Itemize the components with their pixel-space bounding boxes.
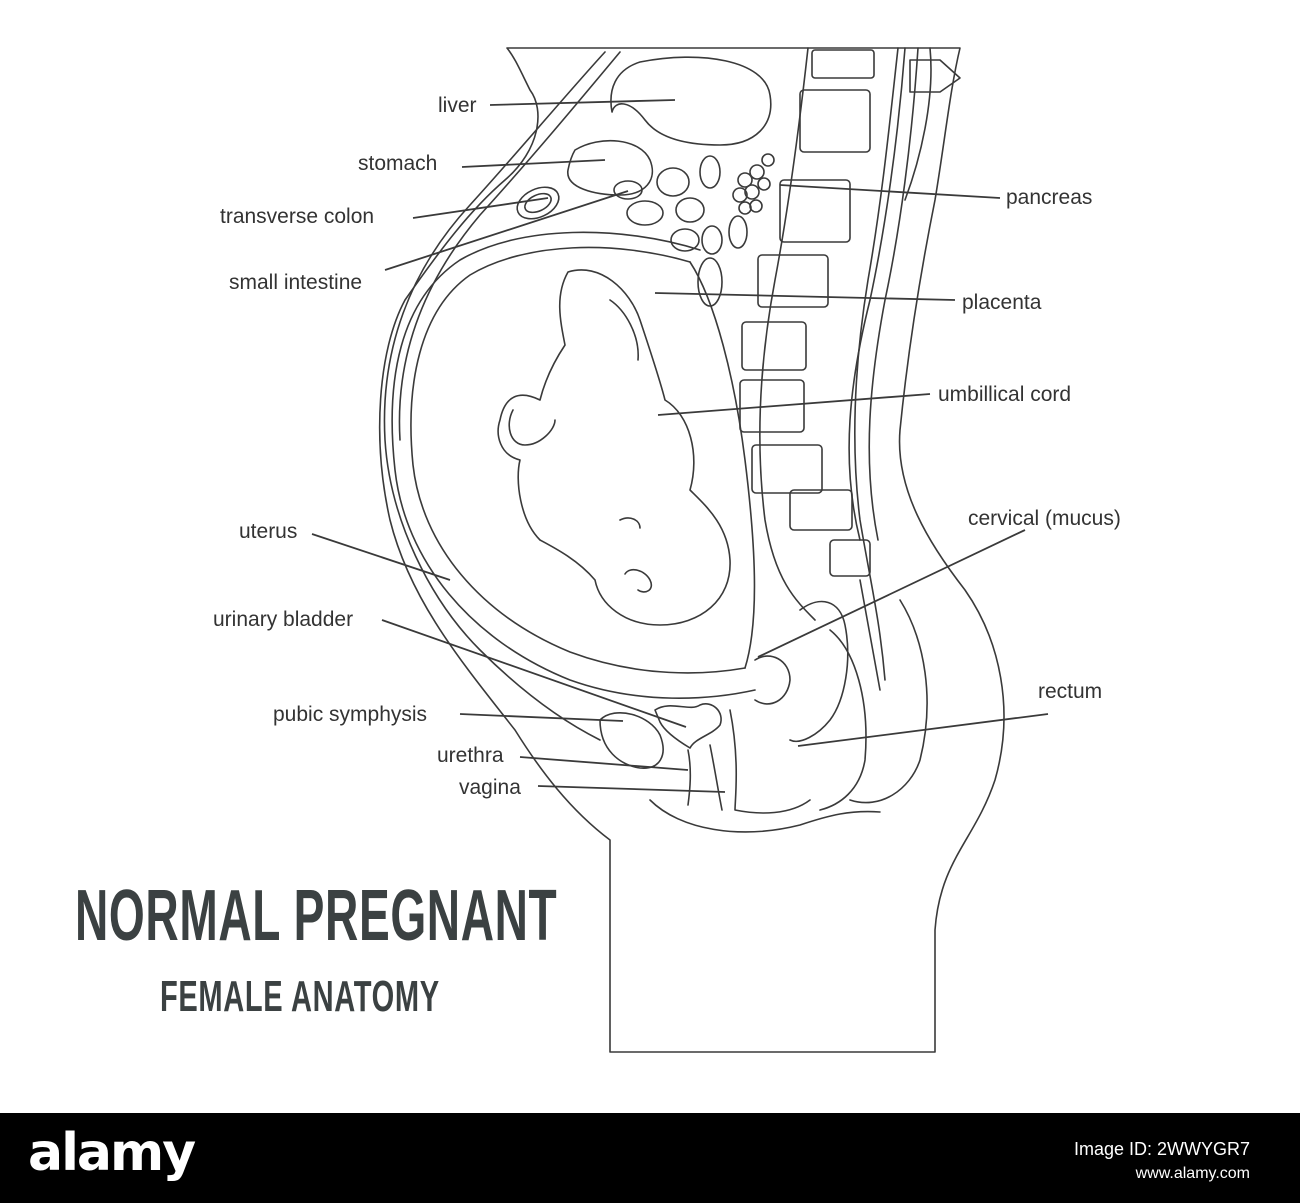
stomach-shape: [567, 139, 654, 196]
anatomy-diagram: liver stomach transverse colon small int…: [75, 47, 1121, 1053]
abdominal-wall-inner: [398, 51, 621, 441]
spine: [739, 47, 961, 691]
pubic-symphysis-shape: [599, 711, 664, 769]
leader-cervical: [757, 529, 1026, 658]
label-cervical: cervical (mucus): [968, 507, 1121, 530]
label-urinary-bladder: urinary bladder: [213, 608, 354, 631]
leader-rectum: [797, 713, 1049, 747]
leader-pubic-symphysis: [459, 713, 624, 722]
label-stomach: stomach: [358, 152, 438, 175]
label-liver: liver: [438, 94, 477, 117]
bladder-shape: [654, 703, 722, 749]
label-small-intestine: small intestine: [229, 271, 363, 294]
placenta-shape: [689, 261, 756, 669]
leader-urinary-bladder: [381, 619, 687, 728]
image-url-text[interactable]: www.alamy.com: [1135, 1165, 1250, 1182]
watermark-footer: alamy Image ID: 2WWYGR7 www.alamy.com: [0, 1113, 1300, 1203]
label-vagina: vagina: [459, 776, 521, 799]
leader-liver: [489, 99, 676, 106]
liver-shape: [610, 56, 772, 146]
brand-logo[interactable]: alamy: [28, 1123, 196, 1183]
abdominal-wall: [383, 51, 606, 741]
body-outline: [378, 47, 1005, 1053]
image-id-text: Image ID: 2WWYGR7: [1073, 1139, 1250, 1159]
diagram-subtitle: FEMALE ANATOMY: [160, 972, 440, 1021]
leader-umbilical-cord: [657, 393, 931, 416]
label-transverse-colon: transverse colon: [220, 205, 375, 228]
label-rectum: rectum: [1038, 680, 1103, 703]
label-urethra: urethra: [437, 744, 504, 767]
fetus: [497, 269, 731, 626]
anatomy-drawing: [311, 47, 1049, 1053]
leader-transverse-colon: [412, 197, 549, 219]
cervix-shape: [754, 655, 791, 705]
leader-uterus: [311, 533, 451, 581]
leader-urethra: [519, 756, 689, 771]
leader-vagina: [537, 785, 726, 793]
leader-stomach: [461, 159, 606, 168]
transverse-colon-shape: [516, 186, 560, 220]
uterus-inner: [410, 246, 746, 674]
label-pancreas: pancreas: [1006, 186, 1093, 209]
label-placenta: placenta: [962, 291, 1042, 314]
uterus-outer: [391, 231, 756, 699]
diagram-title: NORMAL PREGNANT: [75, 876, 558, 956]
rectum-shape: [819, 629, 867, 811]
label-uterus: uterus: [239, 520, 298, 543]
leader-pancreas: [779, 184, 1001, 199]
leader-small-intestine: [384, 190, 629, 271]
label-umbilical-cord: umbillical cord: [938, 383, 1072, 406]
pancreas-shape: [732, 153, 775, 215]
leader-placenta: [654, 292, 956, 301]
label-pubic-symphysis: pubic symphysis: [273, 703, 428, 726]
